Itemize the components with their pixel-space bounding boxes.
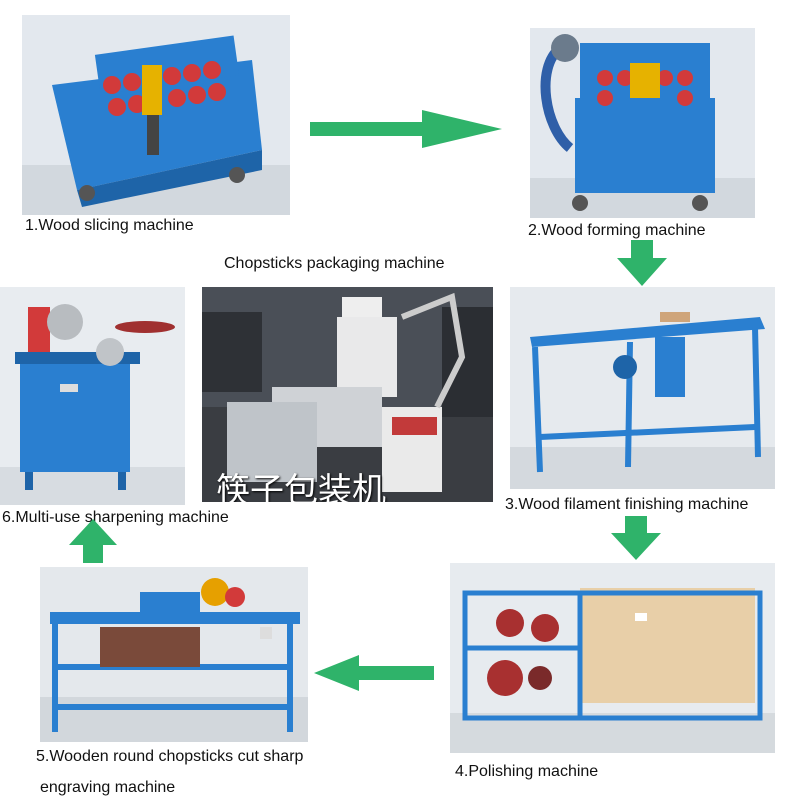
photo-polishing-machine xyxy=(450,563,775,753)
photo-wood-forming-machine xyxy=(530,28,755,218)
packaging-title: Chopsticks packaging machine xyxy=(224,255,445,272)
step-2-label: 2.Wood forming machine xyxy=(528,222,706,239)
packaging-overlay-text: 筷子包装机 xyxy=(216,471,386,502)
step-3-label: 3.Wood filament finishing machine xyxy=(505,496,749,513)
photo-sharpening-machine xyxy=(0,287,185,505)
arrow-right-icon xyxy=(310,110,502,148)
photo-packaging-machine: 筷子包装机 xyxy=(202,287,493,502)
step-4-label: 4.Polishing machine xyxy=(455,763,599,780)
arrow-left-icon xyxy=(314,655,434,691)
photo-engraving-machine xyxy=(40,567,308,742)
arrow-down-icon xyxy=(611,516,661,560)
photo-wood-slicing-machine xyxy=(22,15,290,215)
photo-filament-finishing-machine xyxy=(510,287,775,489)
step-5-label-line1: 5.Wooden round chopsticks cut sharp xyxy=(36,748,304,765)
arrow-up-icon xyxy=(69,519,117,563)
step-6-label: 6.Multi-use sharpening machine xyxy=(2,509,229,526)
step-1-label: 1.Wood slicing machine xyxy=(25,217,194,234)
step-5-label-line2: engraving machine xyxy=(40,779,176,796)
arrow-down-icon xyxy=(617,240,667,286)
